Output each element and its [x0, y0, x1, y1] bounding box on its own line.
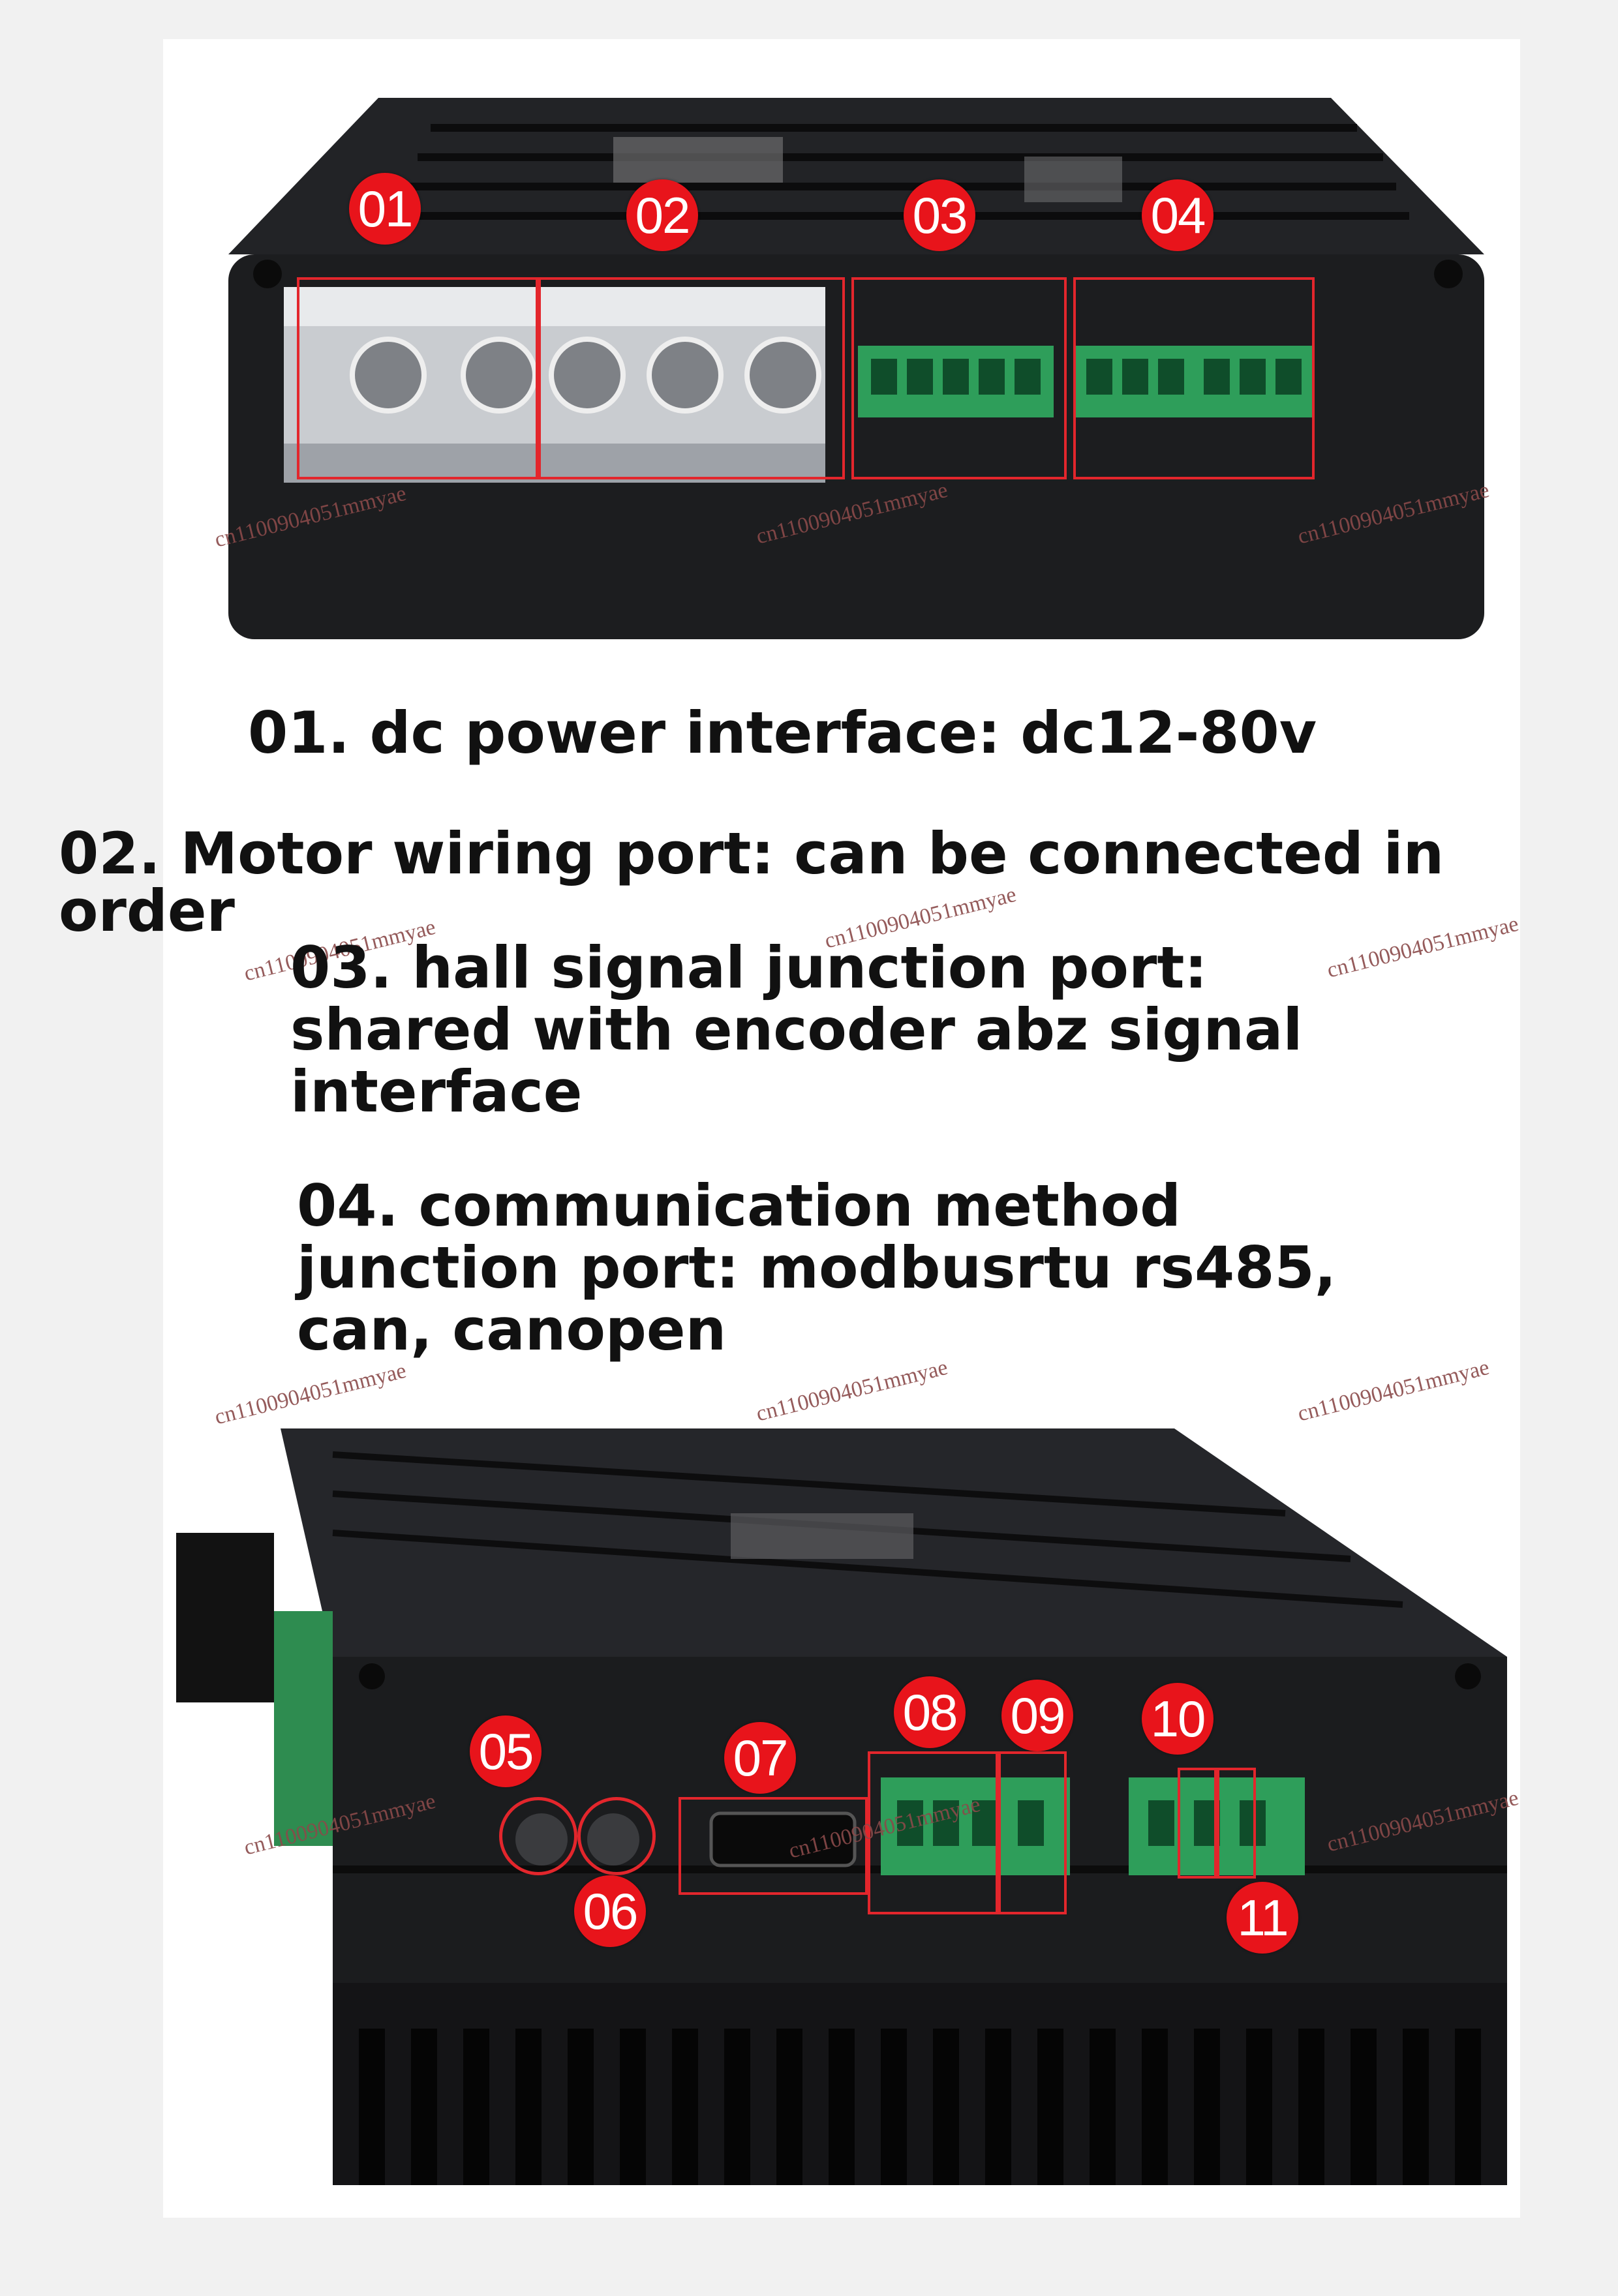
marker-05: 05 — [470, 1715, 542, 1787]
caption-01: 01. dc power interface: dc12-80v — [248, 699, 1317, 766]
bottom-device-photo — [176, 1415, 1520, 2185]
highlight-box-08 — [868, 1751, 998, 1914]
bottom-device-illustration — [176, 1428, 1507, 2185]
highlight-box-10 — [1178, 1768, 1217, 1879]
marker-09: 09 — [1001, 1680, 1073, 1751]
marker-06: 06 — [574, 1875, 646, 1947]
highlight-box-07 — [679, 1797, 868, 1895]
caption-02: 02. Motor wiring port: can be connected … — [59, 820, 1444, 944]
caption-03-line-1: 03. hall signal junction port: — [290, 934, 1208, 1001]
marker-04: 04 — [1142, 179, 1214, 251]
marker-10: 10 — [1142, 1683, 1214, 1755]
caption-04-line-1: 04. communication method — [297, 1172, 1182, 1239]
caption-03-line-2: shared with encoder abz signal — [290, 996, 1303, 1063]
highlight-box-11 — [1217, 1768, 1256, 1879]
highlight-box-04 — [1073, 277, 1315, 479]
caption-03-line-3: interface — [290, 1058, 583, 1125]
highlight-box-09 — [998, 1751, 1067, 1914]
marker-01: 01 — [349, 173, 421, 245]
highlight-ring-05 — [499, 1797, 577, 1875]
marker-11: 11 — [1227, 1882, 1298, 1954]
marker-03: 03 — [904, 179, 975, 251]
highlight-box-03 — [851, 277, 1067, 479]
marker-07: 07 — [724, 1722, 796, 1794]
marker-08: 08 — [894, 1676, 966, 1748]
highlight-box-02 — [538, 277, 845, 479]
marker-02: 02 — [626, 179, 698, 251]
caption-04-line-2: junction port: modbusrtu rs485, — [297, 1234, 1337, 1301]
highlight-box-01 — [297, 277, 538, 479]
caption-04-line-3: can, canopen — [297, 1296, 727, 1363]
highlight-ring-06 — [577, 1797, 656, 1875]
